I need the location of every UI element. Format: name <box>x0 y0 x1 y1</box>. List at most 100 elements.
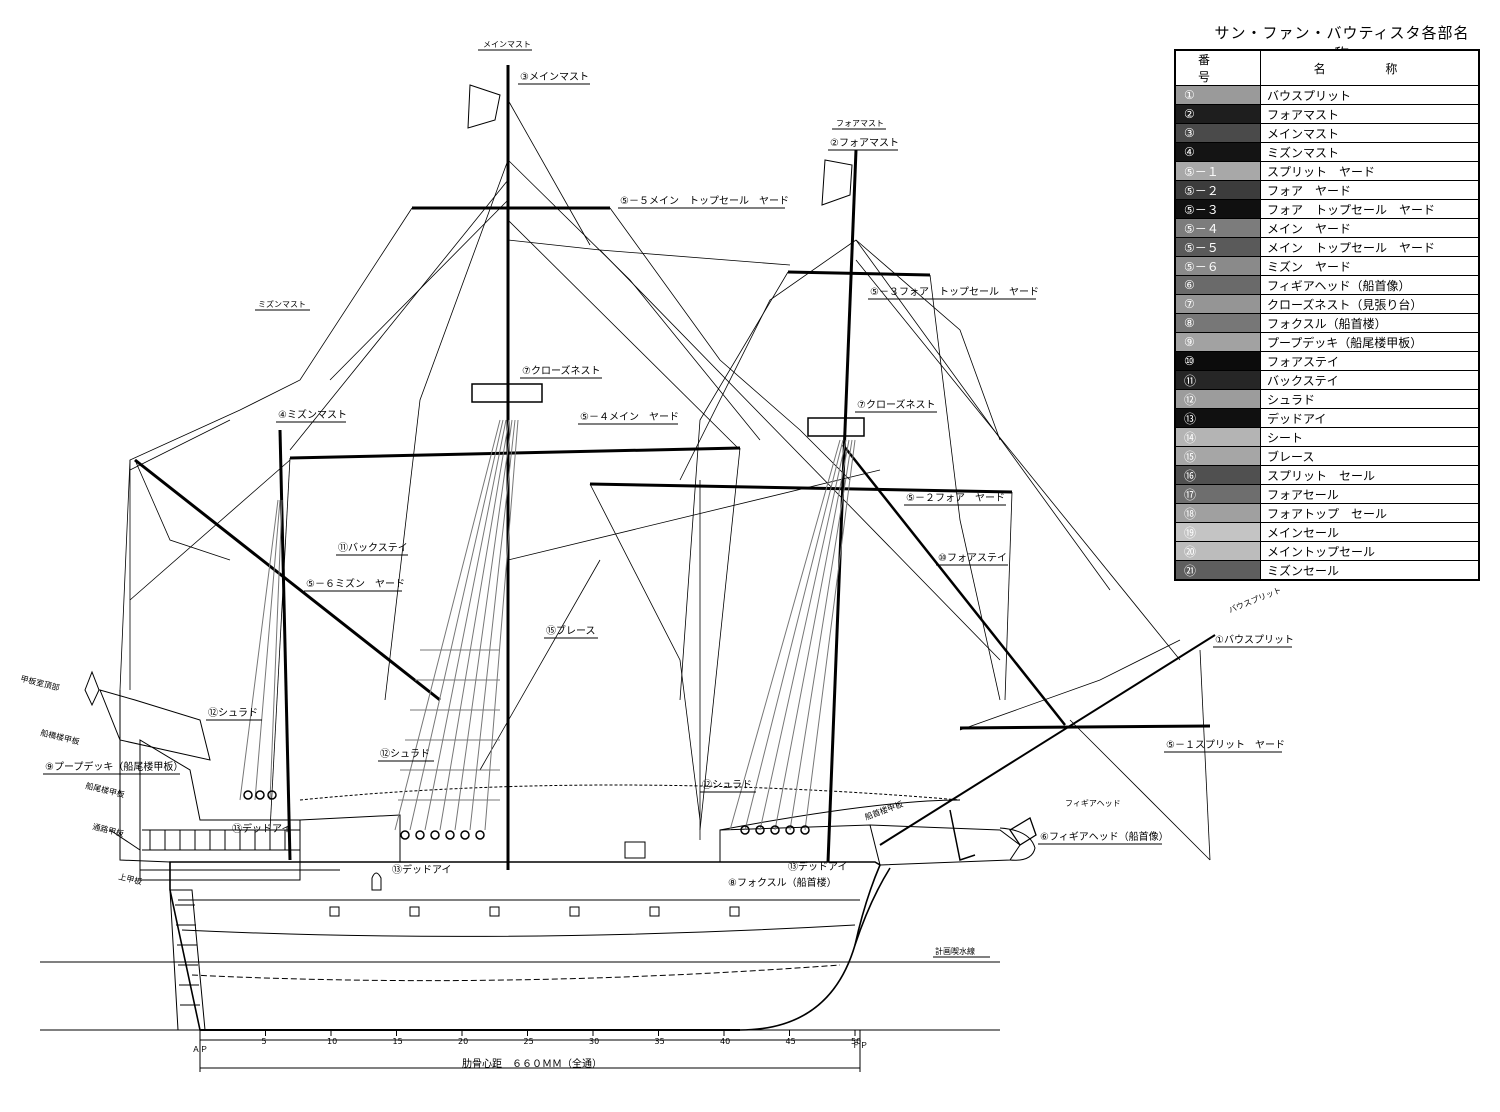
legend-name-cell: フォア ヤード <box>1260 180 1480 200</box>
legend-name-cell: フォクスル（船首楼） <box>1260 313 1480 333</box>
legend-number-cell: ⑩ <box>1174 351 1261 371</box>
fo-castle-label: ⑧フォクスル（船首楼） <box>728 876 837 889</box>
legend-name-cell: フォア トップセール ヤード <box>1260 199 1480 219</box>
hull <box>99 689 1036 1031</box>
frame-ticks <box>265 1030 856 1036</box>
legend-number-cell: ⑰ <box>1174 484 1261 504</box>
main-topsail-yard-label: ⑤－５メイン トップセール ヤード <box>620 195 789 207</box>
main-mast-top-label: メインマスト <box>483 40 531 49</box>
legend-number-cell: ⑨ <box>1174 332 1261 352</box>
crows-nest-fore-label: ⑦クローズネスト <box>857 398 935 411</box>
frame-tick-label: 35 <box>655 1037 665 1046</box>
brace-label: ⑮ブレース <box>546 624 596 637</box>
mizzen-yard-label: ⑤－６ミズン ヤード <box>306 577 405 590</box>
main-mast-label: ③メインマスト <box>520 72 589 83</box>
waterline-label: 計画喫水線 <box>935 946 975 956</box>
quarterdeck-label: 船橋楼甲板 <box>40 727 81 746</box>
legend-name-cell: プープデッキ（船尾楼甲板） <box>1260 332 1480 352</box>
upper-deck-label: 上甲板 <box>118 871 144 887</box>
legend-name-cell: フォアトップ セール <box>1260 503 1480 523</box>
bowsprit-top-label: バウスプリット <box>1227 586 1282 615</box>
deadeye-label-3: ⑬デッドアイ <box>788 860 848 873</box>
shroud-label-2: ⑫シュラド <box>380 748 430 760</box>
legend-number-cell: ⑪ <box>1174 370 1261 390</box>
legend-header-row: 番 号 名 称 <box>1174 49 1480 86</box>
shroud-label-1: ⑫シュラド <box>208 707 258 719</box>
shrouds <box>239 419 856 831</box>
legend-number-cell: ⑯ <box>1174 465 1261 485</box>
legend-number-cell: ⑭ <box>1174 427 1261 447</box>
legend-name-cell: バックステイ <box>1260 370 1480 390</box>
rigging <box>119 99 1211 861</box>
poop-top-label: 甲板室頂部 <box>20 673 61 692</box>
legend-number-cell: ⑮ <box>1174 446 1261 466</box>
legend-name-cell: シート <box>1260 427 1480 447</box>
fore-topsail-yard-label: ⑤－３フォア トップセール ヤード <box>870 286 1039 298</box>
mizzen-mast-top-label: ミズンマスト <box>258 299 306 309</box>
legend-number-cell: ⑤－６ <box>1174 256 1261 276</box>
labels: メインマスト ③メインマスト フォアマスト ②フォアマスト ⑤－５メイン トップ… <box>20 40 1294 1070</box>
figurehead-top-label: フィギアヘッド <box>1065 799 1121 808</box>
mizzen-mast-label: ④ミズンマスト <box>278 408 347 421</box>
masts <box>278 65 858 870</box>
fore-mast-top-label: フォアマスト <box>836 119 884 128</box>
legend-name-cell: ミズンセール <box>1260 560 1480 581</box>
legend-name-cell: フォアマスト <box>1260 104 1480 124</box>
legend-number-cell: ⑥ <box>1174 275 1261 295</box>
fore-mast-label: ②フォアマスト <box>830 138 899 149</box>
legend-number-cell: ⑱ <box>1174 503 1261 523</box>
legend-number-cell: ③ <box>1174 123 1261 143</box>
legend-name-cell: メインセール <box>1260 522 1480 542</box>
frame-tick-label: 25 <box>524 1037 534 1046</box>
frame-tick-label: 15 <box>393 1037 403 1046</box>
legend-name-cell: スプリット セール <box>1260 465 1480 485</box>
legend-number-cell: ② <box>1174 104 1261 124</box>
frame-tick-label: 20 <box>458 1037 468 1046</box>
legend-name-cell: ブレース <box>1260 446 1480 466</box>
frame-tick-label: 40 <box>720 1037 730 1046</box>
yards <box>134 206 1211 730</box>
legend-number-cell: ⑦ <box>1174 294 1261 314</box>
legend-number-cell: ⑳ <box>1174 541 1261 561</box>
fo-castle-deck-label: 船首楼甲板 <box>863 799 904 822</box>
legend-number-cell: ⑤－５ <box>1174 237 1261 257</box>
legend-name-cell: メイントップセール <box>1260 541 1480 561</box>
legend-name-cell: メイン トップセール ヤード <box>1260 237 1480 257</box>
sprit-yard-label: ⑤－１スプリット ヤード <box>1166 739 1285 751</box>
bowsprit-spar <box>879 634 1216 846</box>
legend-number-cell: ⑤－３ <box>1174 199 1261 219</box>
frame-tick-label: 50 <box>851 1037 861 1046</box>
legend-header-name: 名 称 <box>1260 49 1480 86</box>
legend-number-cell: ⑧ <box>1174 313 1261 333</box>
legend-number-cell: ⑫ <box>1174 389 1261 409</box>
backstay-label: ⑪バックステイ <box>338 542 408 554</box>
legend-name-cell: シュラド <box>1260 389 1480 409</box>
deadeye-label-1: ⑬デッドアイ <box>232 822 292 835</box>
legend-number-cell: ① <box>1174 85 1261 105</box>
legend-name-cell: ミズン ヤード <box>1260 256 1480 276</box>
